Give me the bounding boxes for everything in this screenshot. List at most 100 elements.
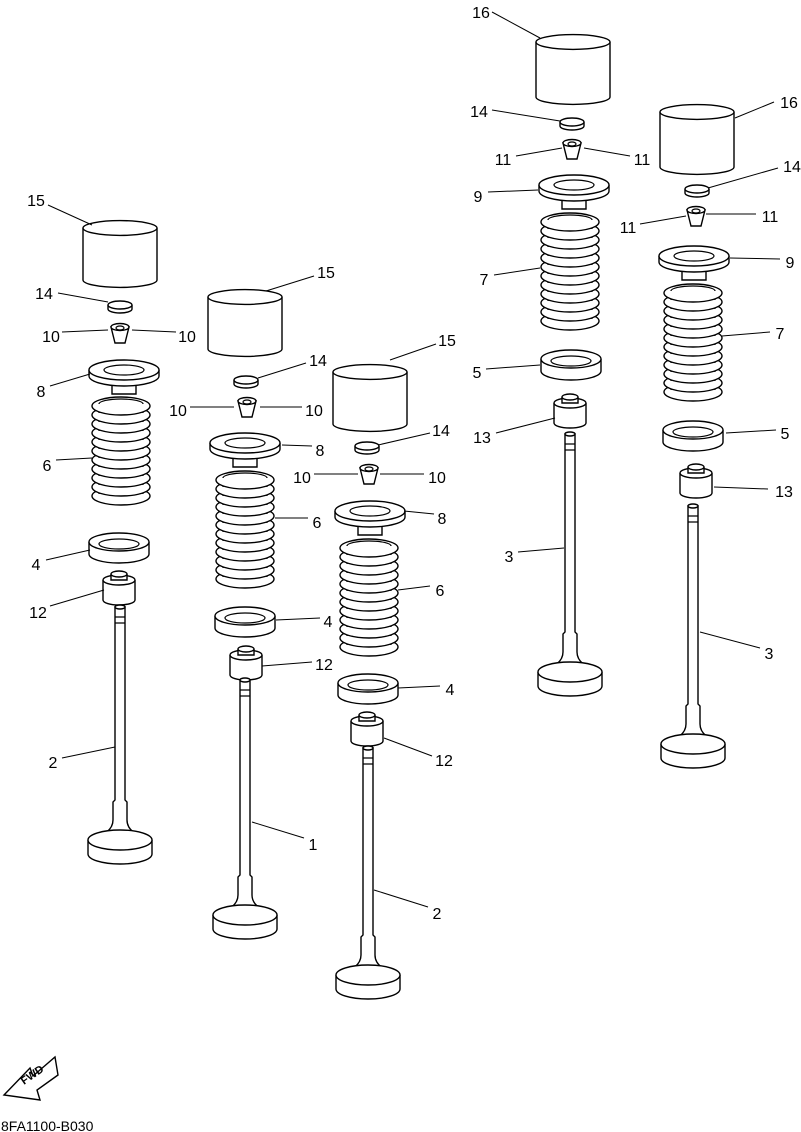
- callout-c10b2: 10: [305, 403, 323, 420]
- callout-c14c: 14: [432, 423, 450, 440]
- valve-cotter-10-a: [110, 322, 130, 344]
- callout-c11e2: 11: [762, 209, 779, 226]
- valve-cotter-10-b: [237, 396, 257, 418]
- callout-c9d: 9: [474, 189, 483, 206]
- leader-line: [57, 292, 109, 303]
- callout-c14b: 14: [309, 353, 327, 370]
- leader-line: [377, 432, 431, 446]
- leader-line: [491, 11, 541, 39]
- leader-line: [734, 101, 775, 119]
- valve-retainer-8-c: [334, 500, 406, 536]
- leader-line: [699, 631, 761, 649]
- callout-c10a1: 10: [42, 329, 60, 346]
- valve-spring-7-d: [540, 212, 600, 331]
- callout-c1b: 1: [309, 837, 318, 854]
- leader-line: [281, 444, 313, 447]
- leader-line: [131, 329, 177, 333]
- leader-line: [383, 737, 433, 757]
- callout-c3d: 3: [505, 549, 514, 566]
- valve-lifter-15-b: [207, 288, 283, 358]
- callout-c2a: 2: [49, 755, 58, 772]
- diagram-code: 8FA1100-B030: [1, 1118, 94, 1132]
- callout-c6a: 6: [43, 458, 52, 475]
- valve-spring-6-a: [91, 396, 151, 506]
- leader-line: [47, 204, 93, 226]
- intake-valve-3-e: [660, 503, 726, 769]
- leader-line: [729, 257, 781, 260]
- leader-line: [397, 585, 431, 591]
- callout-c10c1: 10: [293, 470, 311, 487]
- valve-cotter-11-e: [686, 205, 706, 227]
- spring-seat-4-a: [88, 532, 150, 564]
- fwd-arrow-icon: FWD: [2, 1055, 59, 1101]
- callout-c13e: 13: [775, 484, 793, 501]
- valve-retainer-9-d: [538, 174, 610, 210]
- leader-line: [265, 275, 315, 292]
- callout-c10b1: 10: [169, 403, 187, 420]
- spring-seat-5-d: [540, 349, 602, 381]
- exhaust-valve-2-a: [87, 604, 153, 865]
- valve-cotter-10-c: [359, 463, 379, 485]
- callout-c3e: 3: [765, 646, 774, 663]
- leader-line: [49, 589, 105, 607]
- intake-valve-1-b: [212, 677, 278, 940]
- stem-seal-12-c: [350, 711, 384, 747]
- exhaust-valve-2-c: [335, 745, 401, 1000]
- leader-line: [487, 189, 539, 193]
- leader-line: [257, 362, 307, 379]
- valve-lifter-16-e: [659, 103, 735, 176]
- leader-line: [491, 109, 561, 122]
- callout-c14e: 14: [783, 159, 801, 176]
- callout-c7e: 7: [776, 326, 785, 343]
- callout-c12a: 12: [29, 605, 47, 622]
- valve-retainer-8-b: [209, 432, 281, 468]
- callout-c13d: 13: [473, 430, 491, 447]
- callout-c6c: 6: [436, 583, 445, 600]
- leader-line: [389, 343, 437, 361]
- valve-spring-6-b: [215, 470, 275, 589]
- leader-line: [713, 486, 769, 490]
- spring-seat-4-b: [214, 606, 276, 638]
- adjusting-pad-14-e: [684, 184, 710, 198]
- leader-line: [495, 417, 556, 434]
- leader-line: [397, 685, 441, 689]
- adjusting-pad-14-d: [559, 117, 585, 131]
- valve-spring-7-e: [663, 283, 723, 402]
- stem-seal-13-d: [553, 393, 587, 429]
- leader-line: [275, 617, 321, 621]
- callout-c16e: 16: [780, 95, 798, 112]
- callout-c11d1: 11: [495, 152, 512, 169]
- callout-c9e: 9: [786, 255, 795, 272]
- callout-c2c: 2: [433, 906, 442, 923]
- leader-line: [373, 889, 429, 908]
- callout-c11d2: 11: [634, 152, 651, 169]
- leader-line: [251, 821, 305, 839]
- stem-seal-12-b: [229, 645, 263, 681]
- leader-line: [583, 147, 631, 157]
- callout-c15c: 15: [438, 333, 456, 350]
- adjusting-pad-14-a: [107, 300, 133, 314]
- spring-seat-4-c: [337, 673, 399, 705]
- leader-line: [61, 329, 109, 333]
- callout-c4c: 4: [446, 682, 455, 699]
- callout-c8a: 8: [37, 384, 46, 401]
- callout-c5d: 5: [473, 365, 482, 382]
- spring-seat-5-e: [662, 420, 724, 452]
- valve-retainer-9-e: [658, 245, 730, 281]
- leader-line: [725, 429, 777, 434]
- leader-line: [55, 457, 93, 461]
- leader-line: [721, 331, 771, 337]
- callout-c14a: 14: [35, 286, 53, 303]
- callout-c8c: 8: [438, 511, 447, 528]
- intake-valve-3-d: [537, 431, 603, 697]
- adjusting-pad-14-c: [354, 441, 380, 455]
- callout-c10c2: 10: [428, 470, 446, 487]
- valve-cotter-11-d: [562, 138, 582, 160]
- valve-lifter-16-d: [535, 33, 611, 106]
- leader-line: [639, 215, 687, 225]
- callout-c14d: 14: [470, 104, 488, 121]
- adjusting-pad-14-b: [233, 375, 259, 389]
- callout-c4b: 4: [324, 614, 333, 631]
- valve-lifter-15-a: [82, 219, 158, 289]
